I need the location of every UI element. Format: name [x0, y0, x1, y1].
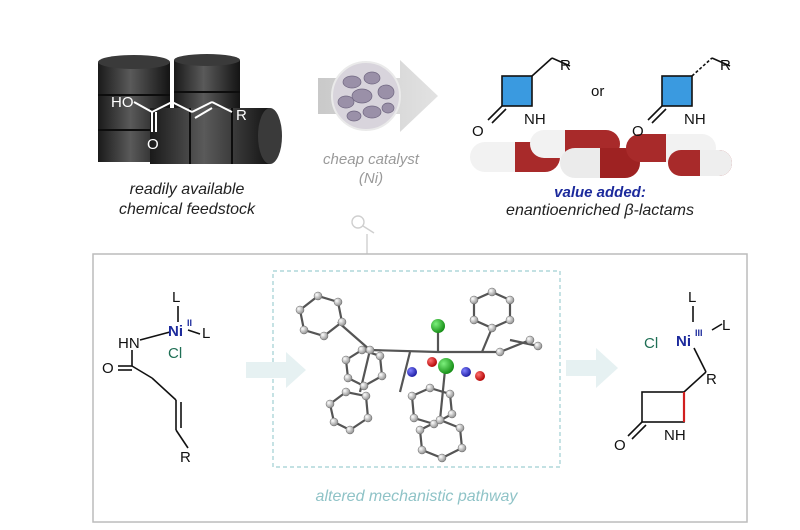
crystal-structure-frame	[272, 270, 561, 468]
catalyst-caption: cheap catalyst (Ni)	[296, 150, 446, 188]
product-caption: value added: enantioenriched β-lactams	[470, 184, 730, 221]
barrel-lying	[150, 108, 282, 164]
right-o-label: O	[614, 437, 626, 454]
or-label: or	[591, 83, 604, 100]
left-r-label: R	[180, 449, 191, 466]
nickel-III-complex	[627, 306, 723, 440]
nitrogen-atom	[461, 367, 471, 377]
lactam2-r-label: R	[720, 57, 731, 74]
catalyst-caption-line1: cheap catalyst	[323, 151, 419, 168]
left-l1-label: L	[172, 289, 180, 306]
right-ni-label: Ni	[676, 333, 691, 350]
left-ni-label: Ni	[168, 323, 183, 340]
left-cl-label: Cl	[168, 345, 182, 362]
mechanism-panel	[92, 253, 748, 523]
substrate-o-label: O	[147, 136, 159, 153]
magnifier-connector	[351, 215, 375, 254]
capsule	[668, 150, 732, 176]
beta-lactam-structure-2: R NH O	[632, 57, 731, 140]
left-l2-label: L	[202, 325, 210, 342]
left-hn-label: HN	[118, 335, 140, 352]
right-l1-label: L	[688, 289, 696, 306]
beta-lactam-structure-1: R NH O	[472, 57, 571, 140]
substrate-structure-overlay	[133, 101, 233, 132]
chlorine-atom	[431, 319, 445, 333]
value-added-label: value added:	[554, 184, 646, 201]
right-nh-label: NH	[664, 427, 686, 444]
right-l2-label: L	[722, 317, 730, 334]
oil-barrels-illustration: HO O R	[98, 54, 282, 164]
pill-capsules-illustration	[470, 130, 732, 178]
oxygen-atom	[475, 371, 485, 381]
catalyst-caption-line2: (Ni)	[358, 170, 384, 187]
feedstock-caption-line1: readily available	[129, 181, 245, 198]
lactam2-o-label: O	[632, 123, 644, 140]
left-ni-oxidation-state: II	[187, 318, 192, 328]
lactam2-nh-label: NH	[684, 111, 706, 128]
nickel-atom	[438, 358, 454, 374]
right-ni-oxidation-state: III	[695, 328, 703, 338]
crystal-structure-model	[295, 287, 543, 463]
product-caption-text: enantioenriched β-lactams	[506, 202, 694, 219]
feedstock-caption: readily available chemical feedstock	[92, 180, 282, 220]
nickel-II-complex	[118, 306, 201, 449]
pathway-caption: altered mechanistic pathway	[315, 488, 518, 505]
nitrogen-atom	[407, 367, 417, 377]
lactam1-o-label: O	[472, 123, 484, 140]
right-r-label: R	[706, 371, 717, 388]
lactam1-r-label: R	[560, 57, 571, 74]
substrate-r-label: R	[236, 107, 247, 124]
feedstock-caption-line2: chemical feedstock	[118, 201, 256, 218]
pathway-arrow-left	[246, 352, 306, 388]
lactam1-nh-label: NH	[524, 111, 546, 128]
left-o-label: O	[102, 360, 114, 377]
pathway-arrow-right	[566, 348, 618, 388]
catalyst-arrow	[318, 60, 438, 132]
oxygen-atom	[427, 357, 437, 367]
right-cl-label: Cl	[644, 335, 658, 352]
substrate-ho-label: HO	[111, 94, 134, 111]
